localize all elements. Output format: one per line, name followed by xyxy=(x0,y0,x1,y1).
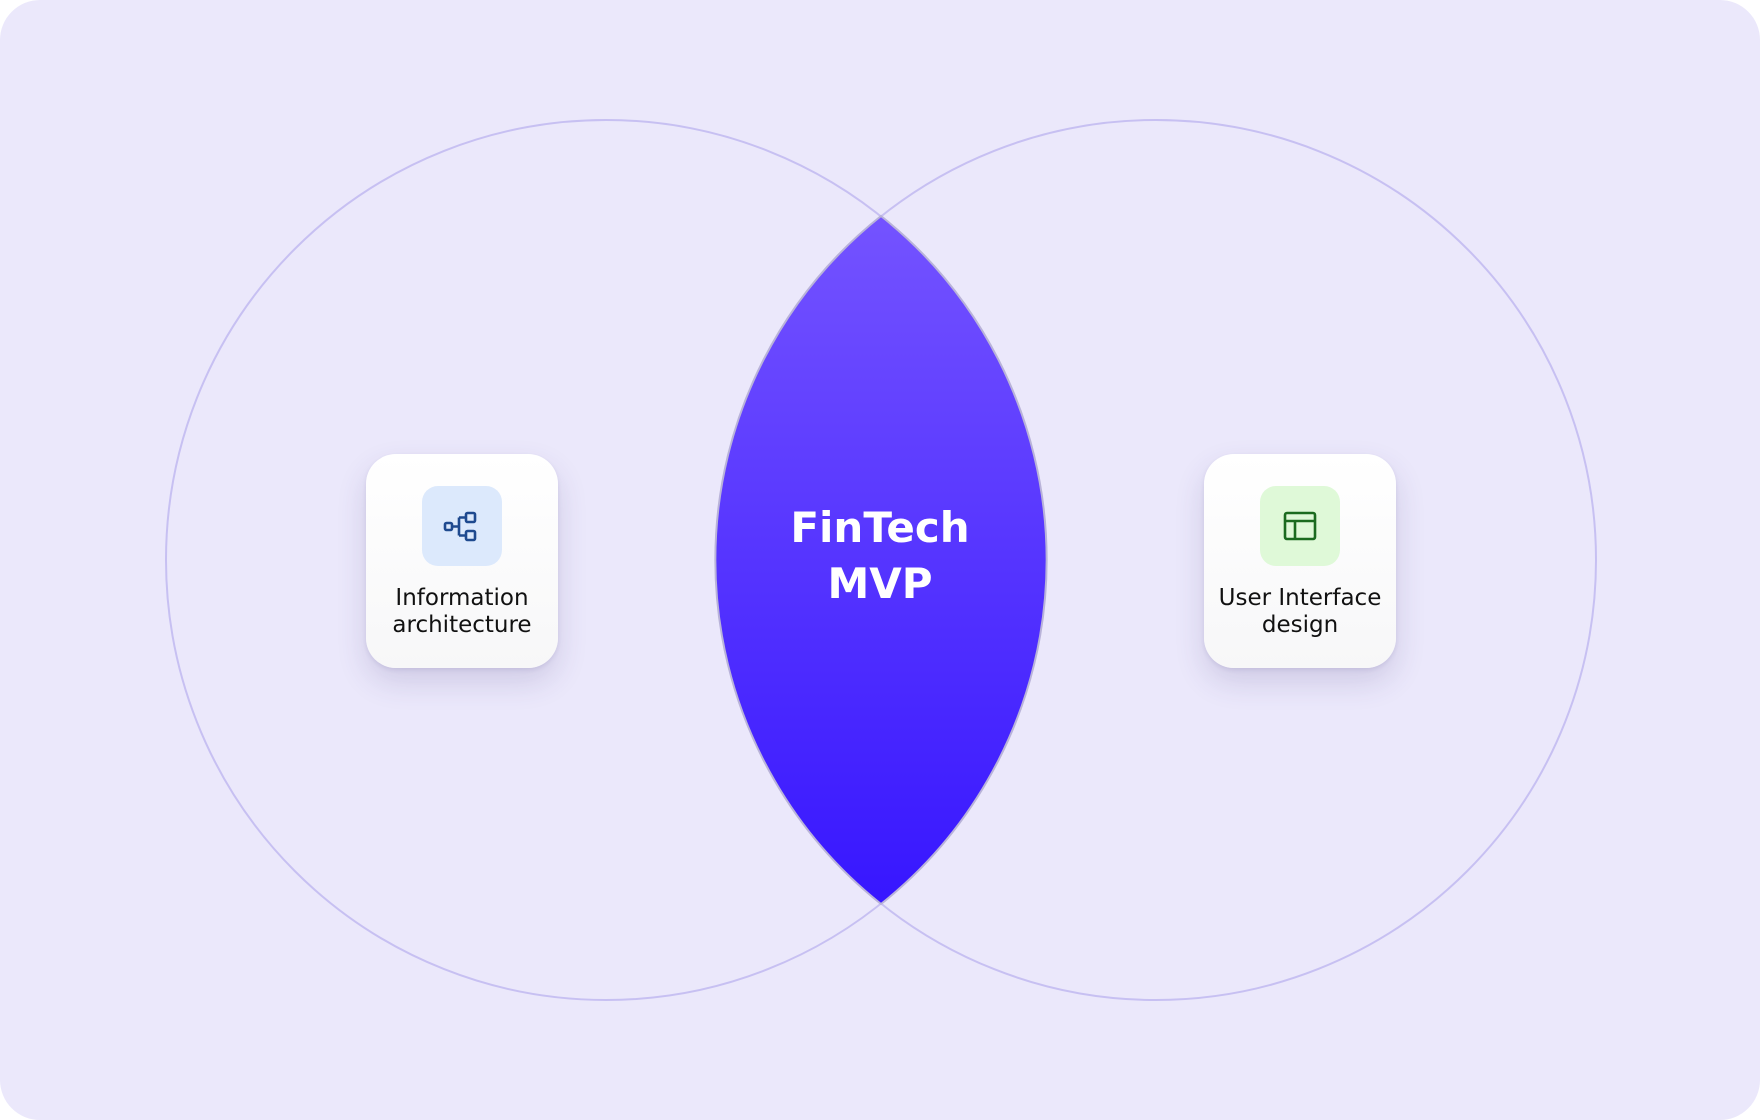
icon-tile xyxy=(1260,486,1340,566)
intersection-label-line1: FinTech xyxy=(790,503,970,552)
card-label-line2: architecture xyxy=(392,612,532,638)
card-label-line1: Information xyxy=(395,585,529,611)
intersection-label-line2: MVP xyxy=(827,559,933,608)
card-label-line2: design xyxy=(1261,612,1339,638)
icon-tile xyxy=(422,486,502,566)
intersection-lens xyxy=(714,214,1048,906)
card-label: User Interface design xyxy=(1204,585,1396,639)
card-label: Information architecture xyxy=(366,585,558,639)
hierarchy-icon xyxy=(443,511,477,542)
layout-icon xyxy=(1283,511,1317,541)
intersection-label: FinTech MVP xyxy=(760,500,1000,612)
card-label-line1: User Interface xyxy=(1218,585,1382,611)
user-interface-design-card: User Interface design xyxy=(1204,454,1396,668)
information-architecture-card: Information architecture xyxy=(366,454,558,668)
